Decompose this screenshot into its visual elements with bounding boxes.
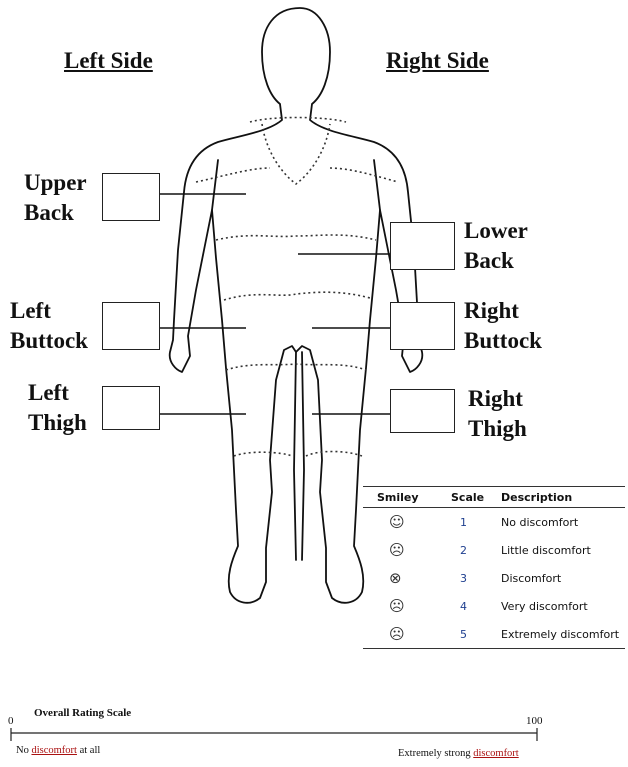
extreme-discomfort-anchor: Extremely strong discomfort	[398, 748, 519, 759]
left-thigh-rating-box[interactable]	[102, 386, 160, 430]
right-buttock-rating-box[interactable]	[390, 302, 455, 350]
table-row: ☹ 5 Extremely discomfort	[363, 620, 625, 649]
right-thigh-rating-box[interactable]	[390, 389, 455, 433]
scale-description: Little discomfort	[498, 536, 625, 564]
scale-value: 3	[448, 564, 498, 592]
description-header: Description	[498, 487, 625, 508]
scale-description: Discomfort	[498, 564, 625, 592]
no-discomfort-anchor: No discomfort at all	[16, 745, 100, 756]
table-header-row: Smiley Scale Description	[363, 487, 625, 508]
discomfort-rating-table: Smiley Scale Description ☺ 1 No discomfo…	[363, 486, 625, 649]
right-side-title: Right Side	[386, 48, 489, 74]
scale-value: 1	[448, 508, 498, 537]
scale-description: Extremely discomfort	[498, 620, 625, 649]
scale-value: 4	[448, 592, 498, 620]
table-row: ☹ 4 Very discomfort	[363, 592, 625, 620]
scale-header: Scale	[448, 487, 498, 508]
table-row: ⊗ 3 Discomfort	[363, 564, 625, 592]
table-row: ☹ 2 Little discomfort	[363, 536, 625, 564]
left-side-title: Left Side	[64, 48, 153, 74]
distressed-face-icon: ☹	[363, 620, 448, 649]
lower-back-rating-box[interactable]	[390, 222, 455, 270]
scale-description: Very discomfort	[498, 592, 625, 620]
scale-value: 2	[448, 536, 498, 564]
table-row: ☺ 1 No discomfort	[363, 508, 625, 537]
scale-description: No discomfort	[498, 508, 625, 537]
scale-max-label: 100	[526, 715, 543, 727]
left-buttock-rating-box[interactable]	[102, 302, 160, 350]
smiley-header: Smiley	[363, 487, 448, 508]
scale-min-label: 0	[8, 715, 14, 727]
overall-rating-scale-title: Overall Rating Scale	[34, 707, 131, 719]
sad-face-icon: ☹	[363, 592, 448, 620]
upper-back-rating-box[interactable]	[102, 173, 160, 221]
neutral-face-icon: ☺	[363, 508, 448, 537]
scale-value: 5	[448, 620, 498, 649]
slight-frown-face-icon: ☹	[363, 536, 448, 564]
x-eyes-face-icon: ⊗	[363, 564, 448, 592]
